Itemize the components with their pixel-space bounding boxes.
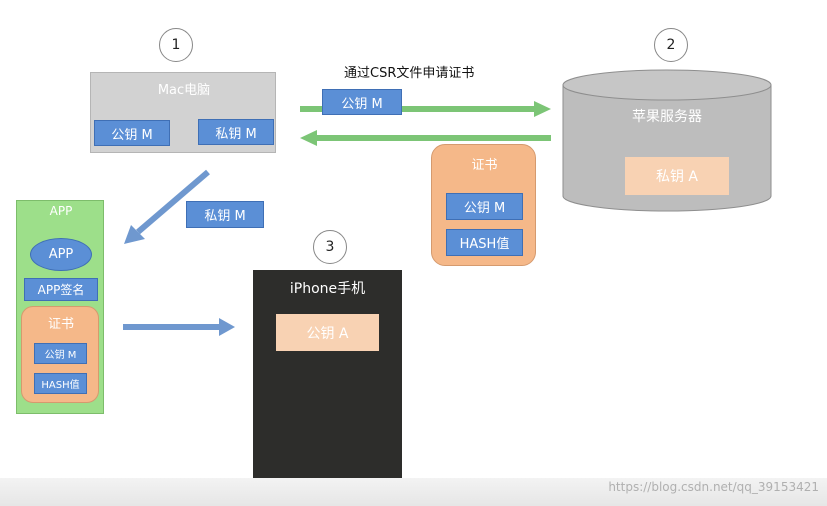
returned-cert-hash: HASH值 xyxy=(446,229,523,256)
arrow-app-to-iphone xyxy=(123,318,235,336)
app-cert-public-key: 公钥 M xyxy=(34,343,87,364)
csr-label: 通过CSR文件申请证书 xyxy=(344,66,475,81)
private-key-transfer: 私钥 M xyxy=(186,201,264,228)
mac-private-key: 私钥 M xyxy=(198,119,274,145)
watermark: https://blog.csdn.net/qq_39153421 xyxy=(608,480,819,494)
returned-cert-title: 证书 xyxy=(471,158,498,173)
mac-computer-box: Mac电脑 公钥 M 私钥 M xyxy=(90,72,276,153)
iphone-device: iPhone手机 公钥 A xyxy=(253,270,402,498)
csr-public-key: 公钥 M xyxy=(322,89,402,115)
returned-certificate: 证书 公钥 M HASH值 xyxy=(431,144,536,266)
iphone-public-key: 公钥 A xyxy=(276,314,379,351)
app-cert-title: 证书 xyxy=(47,317,74,332)
step-2-circle: 2 xyxy=(654,28,688,62)
arrow-mac-to-app xyxy=(124,169,210,244)
mac-public-key: 公钥 M xyxy=(94,120,170,146)
app-ellipse: APP xyxy=(30,238,92,271)
app-certificate: 证书 公钥 M HASH值 xyxy=(21,306,99,403)
arrow-to-mac xyxy=(300,130,551,146)
app-signature: APP签名 xyxy=(24,278,98,301)
app-cert-hash: HASH值 xyxy=(34,373,87,394)
iphone-title: iPhone手机 xyxy=(289,281,366,297)
mac-title: Mac电脑 xyxy=(157,83,211,98)
returned-cert-public-key: 公钥 M xyxy=(446,193,523,220)
app-box: APP APP APP签名 证书 公钥 M HASH值 xyxy=(16,200,104,414)
step-1-circle: 1 xyxy=(159,28,193,62)
arrow-to-server xyxy=(300,101,551,117)
server-title: 苹果服务器 xyxy=(632,109,702,125)
server-private-key: 私钥 A xyxy=(625,157,729,195)
app-title: APP xyxy=(49,204,73,218)
bottom-bar xyxy=(0,478,827,506)
step-3-circle: 3 xyxy=(313,230,347,264)
